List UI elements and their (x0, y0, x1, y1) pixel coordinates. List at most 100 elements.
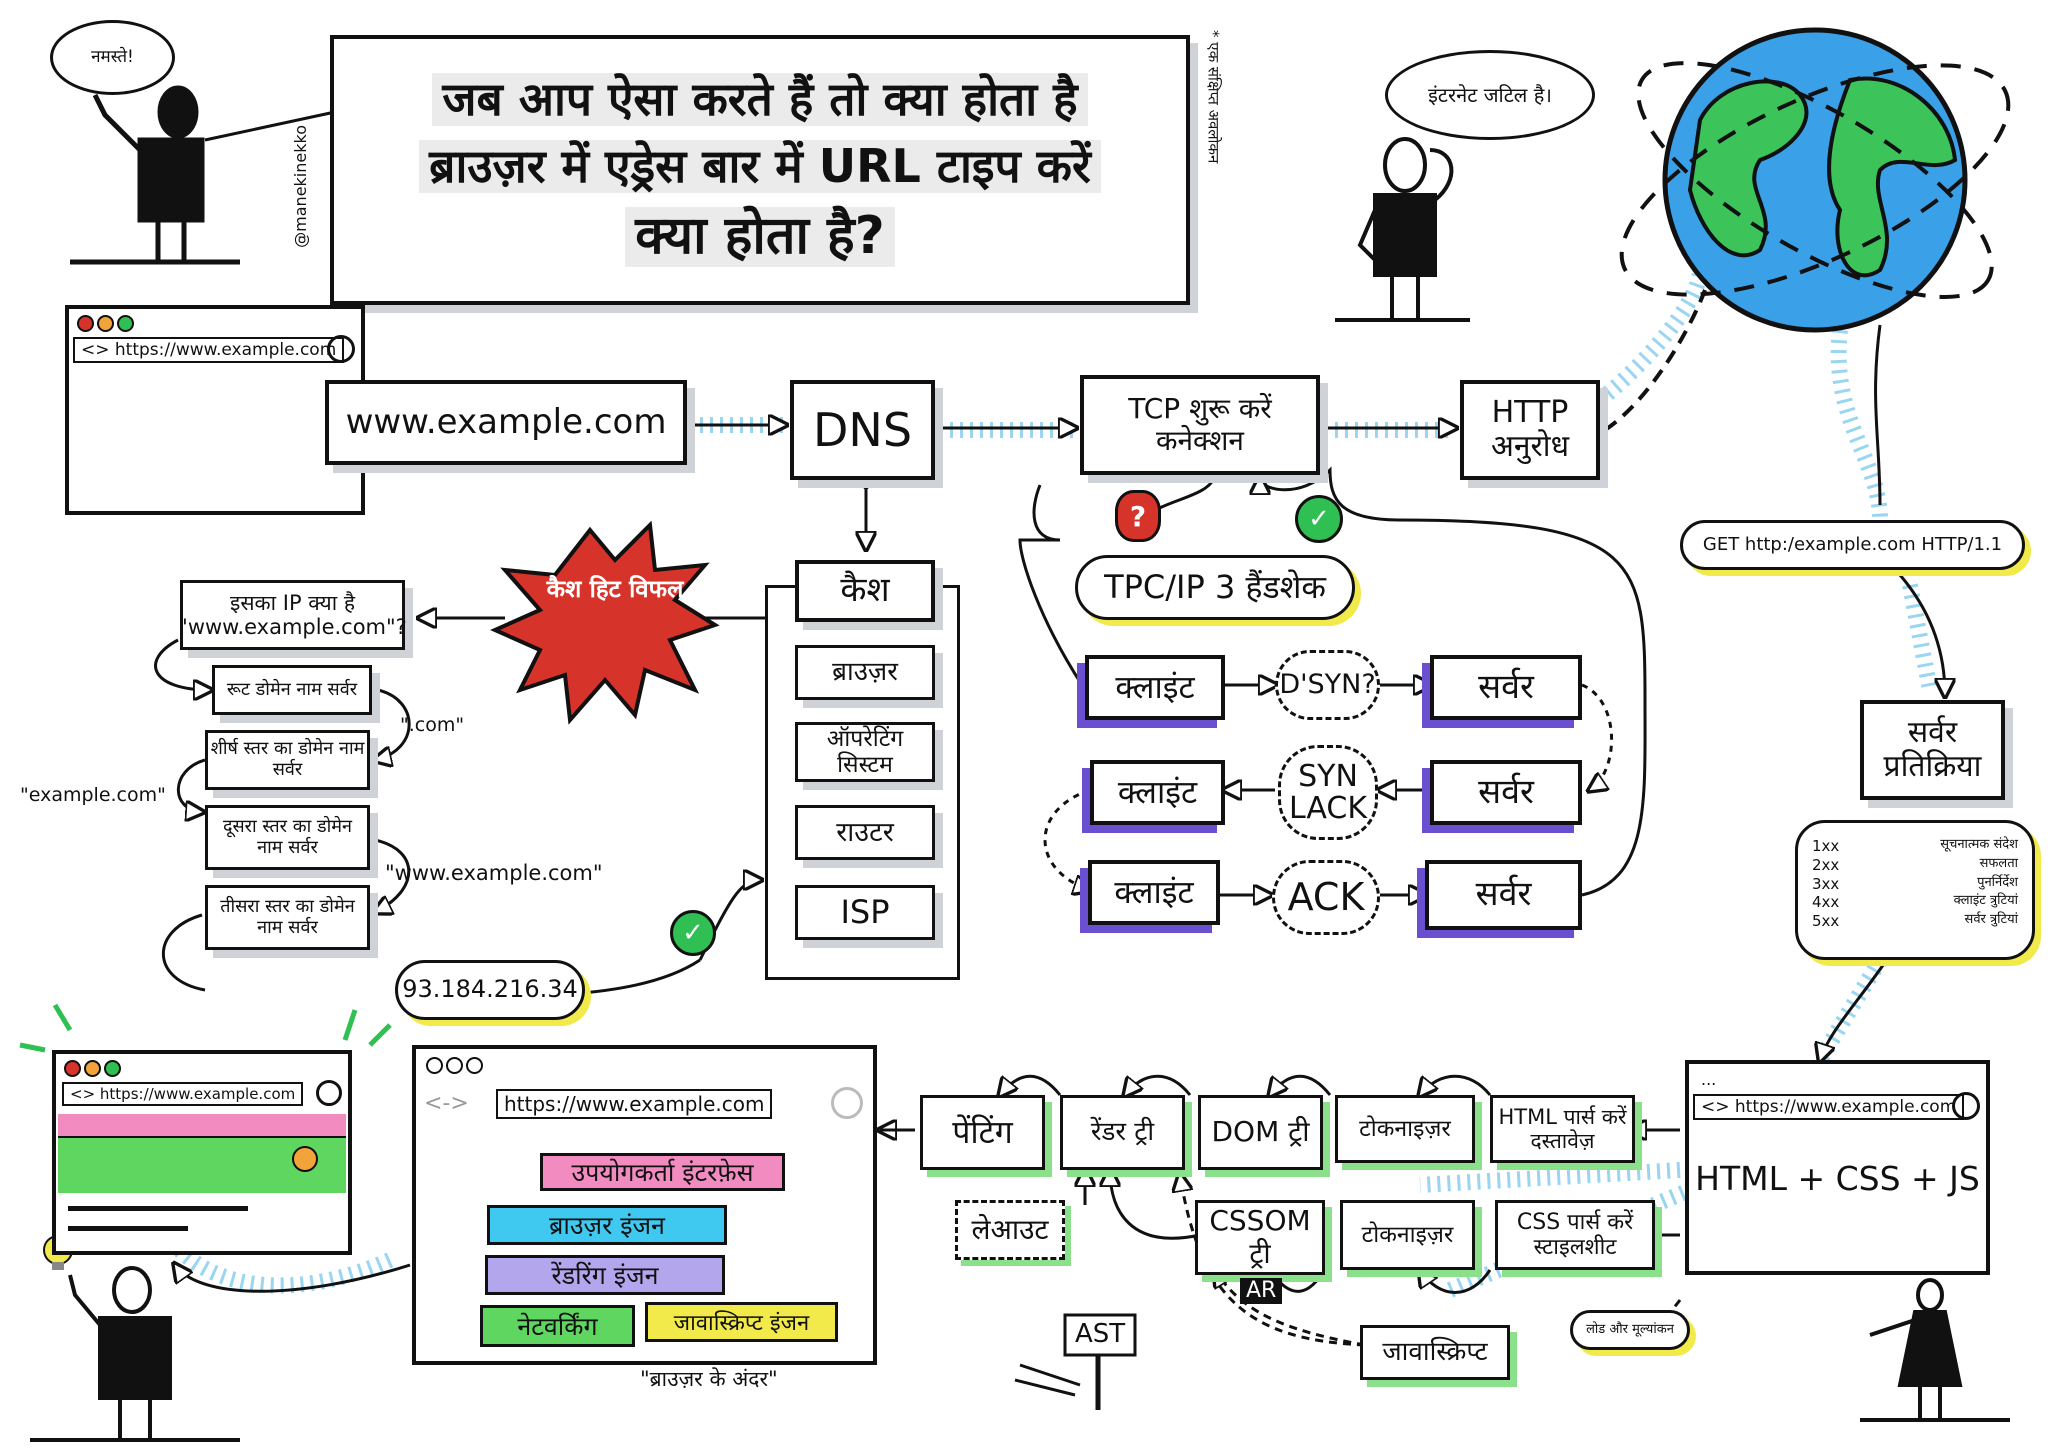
bottom-right-figure (1860, 1278, 2010, 1422)
title-card: जब आप ऐसा करते हैं तो क्या होता है ब्राउ… (330, 35, 1190, 305)
ar-label: AR (1240, 1278, 1283, 1305)
root-dns-text: रूट डोमेन नाम सर्वर (226, 678, 358, 700)
sld-dns-text: दूसरा स्तर का डोमेन नाम सर्वर (222, 815, 353, 858)
server-box-3: सर्वर (1425, 860, 1582, 930)
status-code-label: सूचनात्मक संदेश (1940, 837, 2018, 852)
www-example-com-label: "www.example.com" (385, 861, 603, 885)
response-url-bar[interactable]: <> https://www.example.com (1693, 1094, 1965, 1120)
status-code-label: सर्वर त्रुटियां (1964, 912, 2018, 927)
status-code-label: पुनर्निर्देश (1977, 874, 2018, 890)
cache-os-text: ऑपरेटिंग सिस्टम (826, 725, 904, 778)
avatar-icon (316, 1080, 342, 1106)
layout-box: लेआउट (955, 1200, 1065, 1260)
url-box: www.example.com (325, 380, 687, 465)
rendering-engine-text: रेंडरिंग इंजन (551, 1261, 659, 1290)
tcp-text: TCP शुरू करें कनेक्शन (1128, 391, 1272, 457)
handshake-title-cloud: TPC/IP 3 हैंडशेक (1075, 555, 1355, 620)
tokenizer-box-2: टोकनाइज़र (1340, 1200, 1475, 1270)
internet-speech-bubble: इंटरनेट जटिल है। (1385, 50, 1595, 140)
handshake-check-icon: ✓ (1295, 495, 1343, 543)
cssom-tree-text: CSSOM ट्री (1209, 1204, 1311, 1270)
window-controls (426, 1057, 486, 1078)
painting-text: पेंटिंग (952, 1113, 1013, 1152)
cache-browser-box: ब्राउज़र (795, 645, 935, 700)
avatar-icon (327, 335, 355, 363)
response-browser-window: ... <> https://www.example.com HTML + CS… (1685, 1060, 1990, 1275)
cache-router-text: राउटर (836, 816, 894, 848)
server-box-1: सर्वर (1430, 655, 1582, 720)
syn-text: D'SYN? (1279, 668, 1376, 700)
get-request-cloud: GET http:/example.com HTTP/1.1 (1680, 520, 2025, 570)
cache-os-box: ऑपरेटिंग सिस्टम (795, 722, 935, 782)
ack-text: ACK (1287, 874, 1365, 919)
get-request-text: GET http:/example.com HTTP/1.1 (1702, 533, 2003, 555)
server-response-box: सर्वर प्रतिक्रिया (1860, 700, 2005, 800)
cache-title-text: कैश (840, 570, 890, 611)
check-icon: ✓ (670, 910, 716, 956)
question-mark-text: ? (1129, 499, 1147, 533)
root-dns-box: रूट डोमेन नाम सर्वर (212, 665, 372, 715)
page-text-line (68, 1226, 188, 1231)
server-text-3: सर्वर (1475, 874, 1532, 915)
parse-html-text: HTML पार्स करें दस्तावेज़ (1498, 1104, 1627, 1153)
hello-figure (70, 85, 240, 265)
bottom-left-figure (30, 1266, 240, 1442)
ip-question-text: इसका IP क्या है "www.example.com"? (178, 590, 407, 639)
server-text-2: सर्वर (1478, 771, 1534, 812)
sld-dns-box: दूसरा स्तर का डोमेन नाम सर्वर (205, 805, 370, 870)
http-request-box: HTTP अनुरोध (1460, 380, 1600, 480)
globe-icon (1619, 27, 2011, 333)
dns-text: DNS (812, 402, 913, 457)
cssom-tree-box: CSSOM ट्री (1195, 1200, 1325, 1275)
final-browser-window: <> https://www.example.com (52, 1050, 352, 1255)
title-line-2: ब्राउज़र में एड्रेस बार में URL टाइप करे… (419, 140, 1101, 193)
status-code-row: 3xx पुनर्निर्देश (1812, 875, 2018, 894)
third-dns-box: तीसरा स्तर का डोमेन नाम सर्वर (205, 885, 370, 950)
client-box-2: क्लाइंट (1090, 760, 1225, 825)
ip-result-cloud: 93.184.216.34 (395, 960, 585, 1020)
http-text: HTTP अनुरोध (1490, 394, 1570, 464)
client-text-3: क्लाइंट (1114, 873, 1194, 912)
js-engine-component: जावास्क्रिप्ट इंजन (645, 1302, 838, 1342)
status-code: 3xx (1812, 874, 1840, 893)
tokenizer-text-2: टोकनाइज़र (1361, 1221, 1454, 1248)
window-controls (77, 315, 137, 336)
javascript-text: जावास्क्रिप्ट (1382, 1336, 1488, 1367)
dom-tree-text: DOM ट्री (1211, 1115, 1310, 1149)
handshake-title-text: TPC/IP 3 हैंडशेक (1104, 567, 1326, 606)
parse-css-text: CSS पार्स करें स्टाइलशीट (1516, 1209, 1634, 1260)
ast-label: AST (1075, 1319, 1126, 1349)
tokenizer-text-1: टोकनाइज़र (1359, 1115, 1451, 1142)
third-dns-text: तीसरा स्तर का डोमेन नाम सर्वर (220, 895, 355, 938)
client-box-3: क्लाइंट (1088, 860, 1220, 925)
title-side-note: * एक संक्षिप्त अवलोकन (1204, 30, 1223, 164)
parse-css-box: CSS पार्स करें स्टाइलशीट (1495, 1200, 1655, 1270)
final-url-bar[interactable]: <> https://www.example.com (62, 1082, 304, 1106)
inside-url-bar[interactable]: https://www.example.com (496, 1089, 773, 1119)
internet-text: इंटरनेट जटिल है। (1428, 82, 1552, 107)
javascript-box: जावास्क्रिप्ट (1360, 1325, 1510, 1380)
tokenizer-box-1: टोकनाइज़र (1335, 1095, 1475, 1163)
cache-miss-burst-icon (490, 520, 720, 725)
networking-text: नेटवर्किंग (517, 1312, 598, 1341)
browser-engine-component: ब्राउज़र इंजन (487, 1205, 727, 1245)
start-url-bar[interactable]: <> https://www.example.com (73, 337, 345, 363)
page-text-line (68, 1206, 248, 1211)
dom-tree-box: DOM ट्री (1198, 1095, 1323, 1170)
syn-cloud: D'SYN? (1275, 650, 1380, 720)
title-line-3: क्या होता है? (625, 206, 895, 267)
com-label: ".com" (400, 714, 465, 736)
cache-browser-text: ब्राउज़र (832, 656, 898, 687)
page-header-bar (58, 1114, 346, 1138)
server-response-text: सर्वर प्रतिक्रिया (1883, 714, 1982, 784)
server-box-2: सर्वर (1430, 760, 1582, 825)
load-eval-cloud: लोड और मूल्यांकन (1570, 1310, 1690, 1350)
parse-html-box: HTML पार्स करें दस्तावेज़ (1490, 1095, 1635, 1163)
ip-result-text: 93.184.216.34 (402, 975, 578, 1004)
tld-dns-box: शीर्ष स्तर का डोमेन नाम सर्वर (205, 730, 370, 790)
